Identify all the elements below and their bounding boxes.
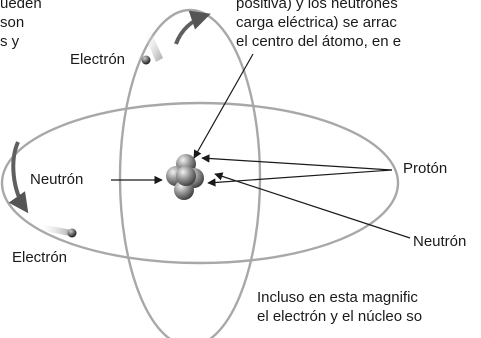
vertical-orbit <box>118 8 262 338</box>
pointer-proton-upper <box>201 154 393 171</box>
label-neutron-left: Neutrón <box>30 171 84 188</box>
electron-trail-bottom <box>38 224 72 236</box>
label-proton: Protón <box>403 160 448 177</box>
bottom-right-text-line: el electrón y el núcleo so <box>257 308 423 325</box>
top-left-text-line: ueden <box>0 0 42 12</box>
orbit-direction-arrow-left <box>8 141 29 214</box>
bottom-right-text-line: Incluso en esta magnific <box>257 289 418 306</box>
top-left-text-line: s y <box>0 33 20 50</box>
nucleus-particle <box>176 166 196 186</box>
label-neutron-right: Neutrón <box>413 233 467 250</box>
pointer-top-text-to-nucleus <box>193 53 254 159</box>
pointer-neutron-right <box>214 172 411 239</box>
horizontal-orbit <box>0 101 400 265</box>
orbit-direction-arrow-top <box>174 10 211 45</box>
top-right-text-line: positiva) y los neutrones <box>236 0 398 12</box>
electron-trail-top <box>144 30 163 62</box>
electron-top <box>141 55 151 65</box>
top-right-text-line: el centro del átomo, en e <box>236 33 402 50</box>
top-left-text-line: son <box>0 14 25 31</box>
nucleus <box>166 154 204 200</box>
electron-bottom <box>67 228 77 238</box>
label-electron-bottom: Electrón <box>12 249 68 266</box>
top-right-text-line: carga eléctrica) se arrac <box>236 14 397 31</box>
label-electron-top: Electrón <box>70 51 126 68</box>
pointer-proton-lower <box>207 169 393 187</box>
